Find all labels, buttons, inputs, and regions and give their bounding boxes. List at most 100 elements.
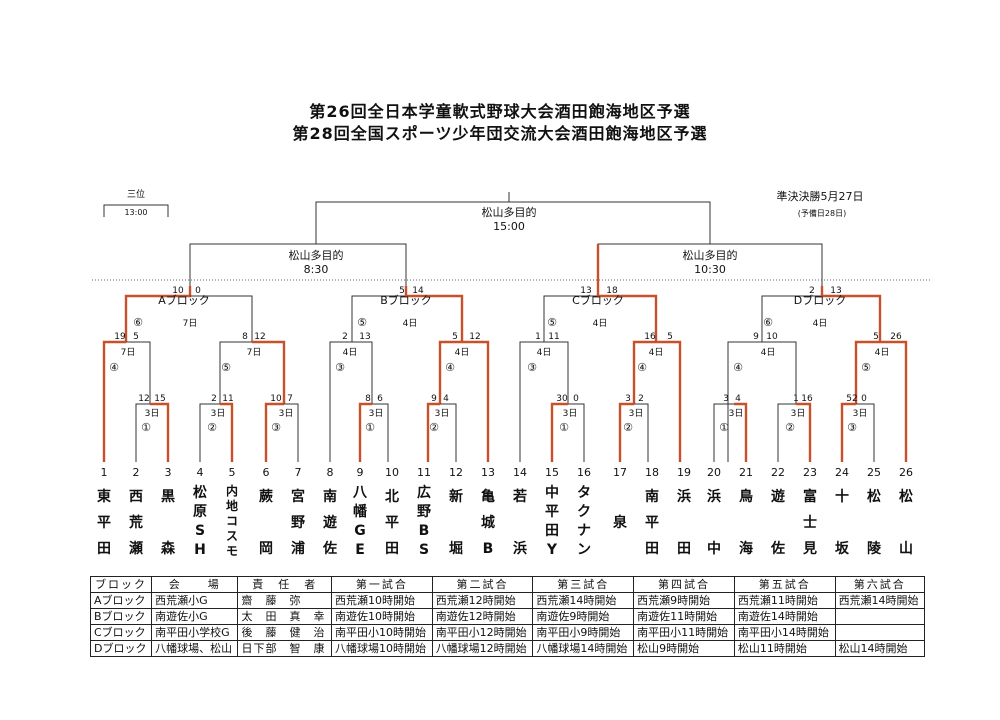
- table-cell: 南平田小11時開始: [633, 624, 735, 641]
- team-number: 24: [835, 466, 849, 479]
- team-name-char: 松: [899, 489, 913, 505]
- block-a-date: 7日: [183, 318, 198, 329]
- team-number: 16: [577, 466, 591, 479]
- semifinal-date: 準決決勝5月27日: [777, 189, 864, 203]
- table-header-cell: 会 場: [151, 576, 239, 593]
- table-cell: 西荒瀬12時開始: [431, 592, 534, 609]
- team-name-char: 新: [449, 489, 463, 505]
- semi-right-time: 10:30: [694, 263, 726, 276]
- score-label: 8: [242, 332, 248, 342]
- score-label: 18: [606, 286, 618, 296]
- table-cell: 南遊佐12時開始: [431, 608, 534, 625]
- team-name-char: 田: [545, 523, 559, 539]
- team-name: 遊佐: [766, 484, 790, 562]
- team-name-char: 松: [867, 489, 881, 505]
- score-label: 10: [270, 394, 282, 404]
- block-c-name: Cブロック: [572, 293, 624, 307]
- team-number: 17: [613, 466, 627, 479]
- q-a2-line-left: [219, 341, 252, 404]
- team-name-char: 内: [225, 484, 238, 498]
- table-cell: 八幡球場10時開始: [330, 640, 433, 657]
- round-date-label: 4日: [455, 347, 470, 358]
- team-name-char: 幡: [353, 504, 367, 520]
- block-d-winner-line: [820, 286, 882, 342]
- team-name-char: 陵: [867, 541, 881, 557]
- score-label: 7: [287, 394, 293, 404]
- semi-left-venue: 松山多目的: [289, 248, 344, 262]
- team-name: 東平田: [92, 484, 116, 562]
- score-label: 5: [452, 332, 458, 342]
- semi-left-line: [189, 243, 407, 286]
- round-date-label: 7日: [247, 347, 262, 358]
- table-cell: 後 藤 健 治: [237, 624, 332, 641]
- team-name-char: 若: [513, 489, 527, 505]
- round-date-label: 3日: [791, 408, 806, 419]
- table-cell: 松山14時開始: [834, 640, 926, 657]
- team-name-char: 原: [193, 504, 207, 520]
- team-name-char: 佐: [771, 541, 785, 557]
- table-cell: 八幡球場14時開始: [532, 640, 635, 657]
- game-number-label: ②: [623, 421, 633, 434]
- team-name-char: 平: [385, 515, 399, 531]
- team-name-char: 士: [803, 515, 817, 531]
- score-label: 12: [254, 332, 265, 342]
- r1-c2-winner-line: [618, 402, 634, 462]
- team-name-char: ナ: [577, 523, 591, 539]
- team-name-char: 平: [645, 515, 659, 531]
- team-name-char: B: [418, 523, 430, 539]
- table-cell: 南遊佐小G: [151, 608, 239, 625]
- game-number-label: ④: [445, 361, 455, 374]
- table-cell: 松山11時開始: [733, 640, 836, 657]
- team-name-char: 田: [677, 541, 691, 557]
- team-name-char: 野: [291, 515, 305, 531]
- table-cell: [834, 608, 926, 625]
- team-number: 14: [513, 466, 527, 479]
- score-label: 8: [365, 394, 371, 404]
- team-name-char: 田: [385, 541, 399, 557]
- round-date-label: 3日: [435, 408, 450, 419]
- team-name-char: B: [482, 541, 494, 557]
- table-cell: 西荒瀬小G: [151, 592, 239, 609]
- team-name: 蕨岡: [254, 484, 278, 562]
- table-cell: 日下部 智 康: [237, 640, 332, 657]
- r1-b2-winner-line: [426, 402, 440, 462]
- r1-a1-winner-line: [150, 402, 170, 462]
- table-cell: 八幡球場12時開始: [431, 640, 534, 657]
- r1-a3-line: [284, 403, 299, 462]
- table-header-cell: 第一試合: [330, 576, 433, 593]
- team-name-char: 佐: [323, 541, 337, 557]
- team-number: 2: [132, 466, 140, 479]
- score-label: 19: [114, 332, 126, 342]
- team-name-char: 城: [481, 515, 495, 531]
- block-d-name: Dブロック: [794, 293, 846, 307]
- score-label: 4: [735, 394, 741, 404]
- q-a2-winner-line: [252, 340, 286, 404]
- r1-c1-winner-line: [550, 402, 568, 462]
- score-label: 13: [580, 286, 591, 296]
- game-number-label: ④: [637, 361, 647, 374]
- q-c2-winner-line: [632, 340, 682, 462]
- block-c-date: 4日: [593, 318, 608, 329]
- score-label: 9: [431, 394, 437, 404]
- final-time: 15:00: [493, 220, 525, 233]
- team-number: 4: [196, 466, 204, 479]
- block-a-winner-line: [124, 286, 192, 342]
- score-label: 16: [801, 394, 813, 404]
- schedule-table: ブロック会 場責 任 者第一試合第二試合第三試合第四試合第五試合第六試合 Aブロ…: [89, 576, 926, 657]
- table-cell: Aブロック: [89, 592, 153, 609]
- table-cell: 南平田小10時開始: [330, 624, 433, 641]
- third-place-label: 三位: [127, 188, 145, 200]
- team-name: 宮野浦: [286, 484, 310, 562]
- team-name-char: ク: [577, 504, 591, 520]
- team-number: 13: [481, 466, 495, 479]
- score-label: 52: [846, 394, 857, 404]
- table-header-cell: ブロック: [89, 576, 153, 593]
- score-label: 10: [766, 332, 778, 342]
- score-label: 5: [133, 332, 139, 342]
- table-cell: 西荒瀬10時開始: [330, 592, 433, 609]
- r1-d1-winner-line: [734, 402, 748, 462]
- round-date-label: 3日: [629, 408, 644, 419]
- game-number-label: ④: [733, 361, 743, 374]
